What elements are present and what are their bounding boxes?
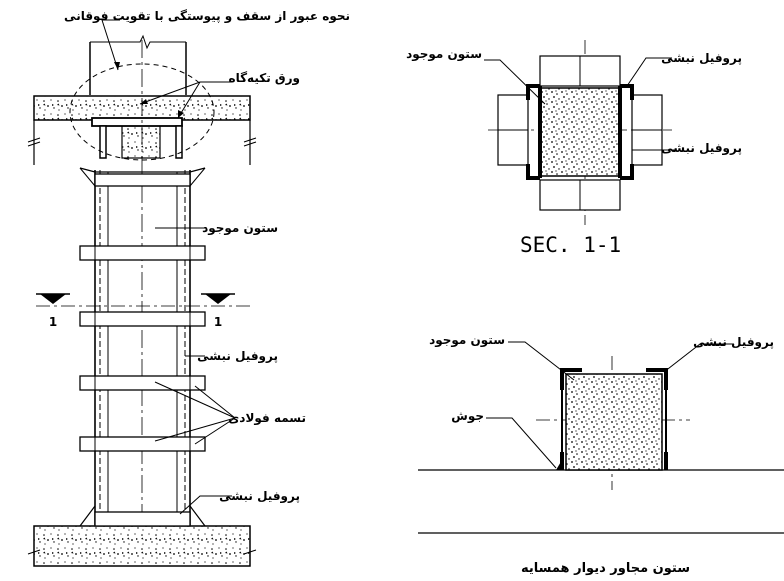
top-passage-label: نحوه عبور از سقف و پیوستگی با تقویت فوقا… <box>64 9 350 24</box>
angle-profile-label: پروفیل نبشی <box>197 349 278 364</box>
section-1-1: ستون موجود پروفیل نبشی پروفیل نبشی SEC. … <box>406 40 742 257</box>
adj-weld-label: جوش <box>451 409 484 424</box>
adjacent-column-detail: ستون موجود پروفیل نبشی جوش ستون مجاور دی… <box>418 333 784 576</box>
sec-angle-top-label: پروفیل نبشی <box>661 51 742 66</box>
foundation <box>33 525 251 567</box>
section-mark-left: 1 <box>36 293 250 329</box>
adj-column-core <box>565 373 663 471</box>
svg-text:1: 1 <box>214 315 222 329</box>
slab-passage-ellipse <box>69 63 215 161</box>
steel-straps <box>79 245 206 452</box>
adj-angle-label: پروفیل نبشی <box>693 335 774 350</box>
existing-column-label: ستون موجود <box>202 221 278 236</box>
adj-caption: ستون مجاور دیوار همسایه <box>521 561 690 576</box>
sec-angle-right-label: پروفیل نبشی <box>661 141 742 156</box>
svg-text:1: 1 <box>49 315 57 329</box>
column-elevation: 1 1 نحوه عبور از سقف و پیوستگی با تقویت … <box>27 9 350 567</box>
section-title: SEC. 1-1 <box>520 233 621 257</box>
section-mark-right: 1 <box>201 293 235 329</box>
bearing-plate <box>91 117 183 127</box>
angle-profile-bottom-label: پروفیل نبشی <box>219 489 300 504</box>
sec-column-core <box>539 87 621 177</box>
bearing-plate-label: ورق تکیه‌گاه <box>228 71 300 86</box>
sec-existing-column-label: ستون موجود <box>406 47 482 62</box>
steel-straps-label: تسمه فولادی <box>228 411 306 426</box>
adj-existing-column-label: ستون موجود <box>429 333 505 348</box>
